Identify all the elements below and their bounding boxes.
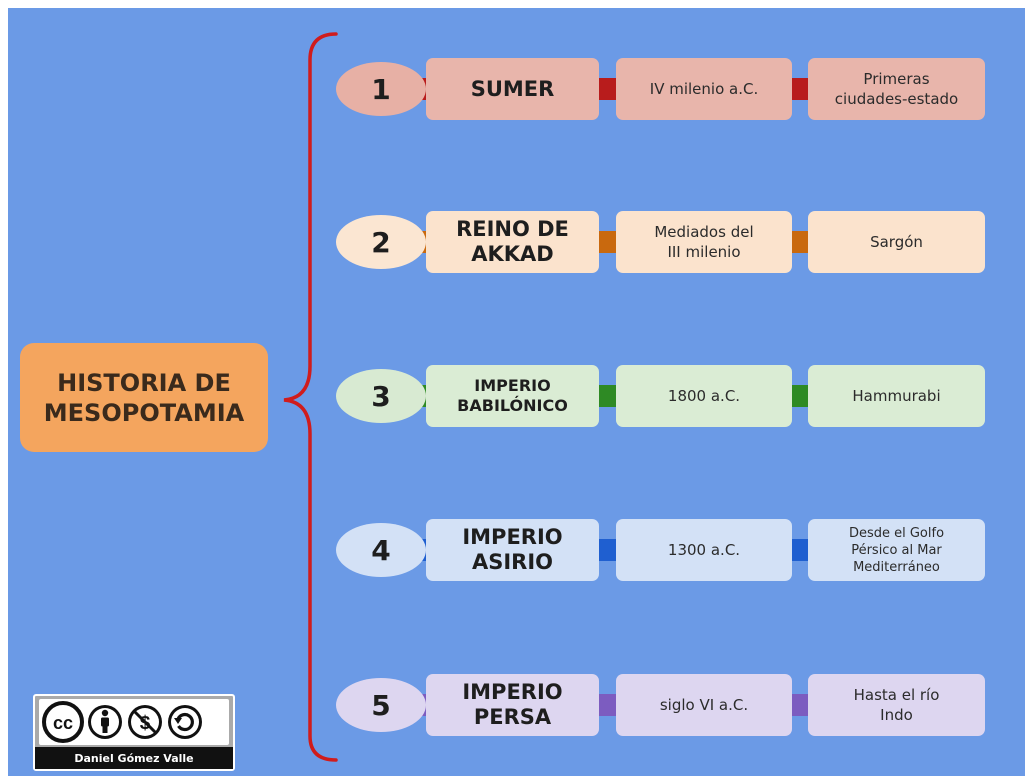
period-note: Hasta el río Indo	[808, 674, 985, 736]
period-date: IV milenio a.C.	[616, 58, 792, 120]
period-note: Primeras ciudades-estado	[808, 58, 985, 120]
period-date: 1800 a.C.	[616, 365, 792, 427]
connector	[788, 539, 812, 561]
sa-icon	[168, 705, 202, 739]
period-name: REINO DE AKKAD	[426, 211, 599, 273]
connector	[596, 385, 620, 407]
cc-icon: cc	[42, 701, 84, 743]
period-name: IMPERIO PERSA	[426, 674, 599, 736]
diagram-canvas: HISTORIA DE MESOPOTAMIA 1 SUMER IV milen…	[8, 8, 1025, 776]
by-icon	[88, 705, 122, 739]
timeline-row: 3 IMPERIO BABILÓNICO 1800 a.C. Hammurabi	[8, 365, 1025, 427]
svg-text:cc: cc	[53, 713, 73, 733]
row-number: 3	[336, 369, 426, 423]
row-number: 4	[336, 523, 426, 577]
timeline-row: 4 IMPERIO ASIRIO 1300 a.C. Desde el Golf…	[8, 519, 1025, 581]
connector	[596, 694, 620, 716]
cc-license-badge[interactable]: cc $	[33, 694, 235, 771]
timeline-row: 5 IMPERIO PERSA siglo VI a.C. Hasta el r…	[8, 674, 1025, 736]
license-icons: cc $	[39, 699, 229, 745]
period-note: Hammurabi	[808, 365, 985, 427]
period-name: IMPERIO BABILÓNICO	[426, 365, 599, 427]
row-number: 5	[336, 678, 426, 732]
period-date: siglo VI a.C.	[616, 674, 792, 736]
row-number: 2	[336, 215, 426, 269]
connector	[788, 78, 812, 100]
license-author: Daniel Gómez Valle	[35, 747, 233, 769]
row-number: 1	[336, 62, 426, 116]
connector	[788, 231, 812, 253]
period-date: Mediados del III milenio	[616, 211, 792, 273]
connector	[788, 694, 812, 716]
period-name: SUMER	[426, 58, 599, 120]
period-date: 1300 a.C.	[616, 519, 792, 581]
connector	[788, 385, 812, 407]
period-note: Sargón	[808, 211, 985, 273]
connector	[596, 78, 620, 100]
nc-icon: $	[128, 705, 162, 739]
timeline-row: 1 SUMER IV milenio a.C. Primeras ciudade…	[8, 58, 1025, 120]
period-note: Desde el Golfo Pérsico al Mar Mediterrán…	[808, 519, 985, 581]
connector	[596, 539, 620, 561]
period-name: IMPERIO ASIRIO	[426, 519, 599, 581]
connector	[596, 231, 620, 253]
root-node-title: HISTORIA DE MESOPOTAMIA	[20, 343, 268, 452]
timeline-row: 2 REINO DE AKKAD Mediados del III mileni…	[8, 211, 1025, 273]
curly-brace	[283, 32, 338, 762]
